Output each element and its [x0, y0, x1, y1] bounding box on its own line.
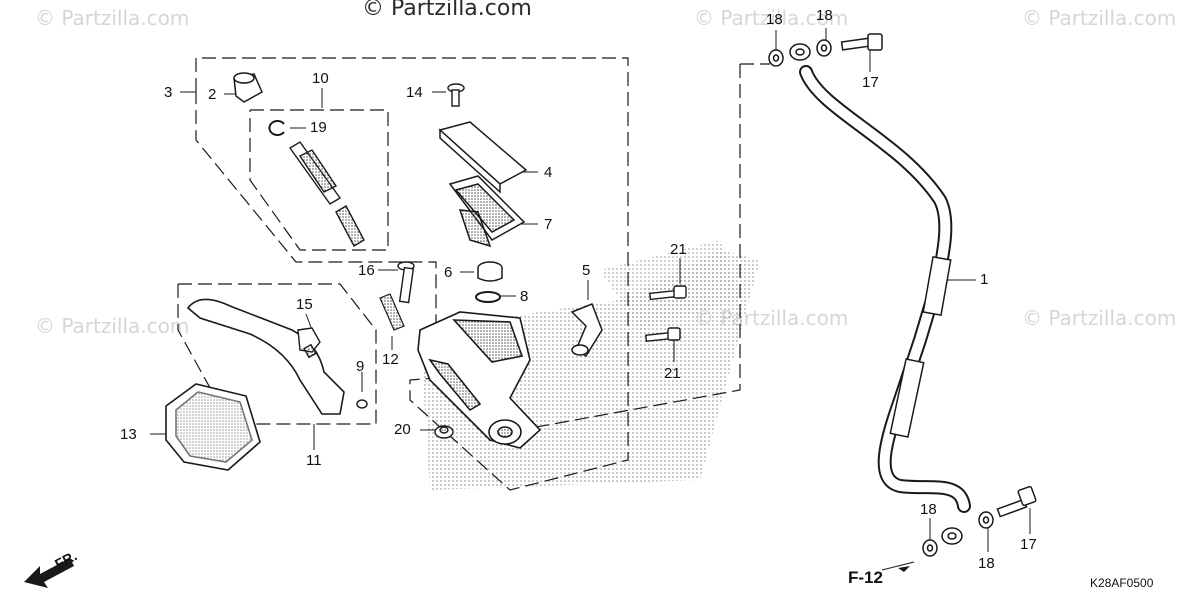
callout-17-bottom: 17 — [1020, 536, 1037, 553]
callout-1-label: 1 — [980, 271, 989, 288]
callout-20: 20 — [394, 421, 411, 438]
callout-18-b: 18 — [816, 7, 833, 24]
callout-18-d: 18 — [978, 555, 995, 572]
part-20 — [434, 425, 454, 439]
callout-17-top: 17 — [862, 74, 879, 91]
screw-14 — [447, 83, 465, 107]
callout-2: 2 — [208, 86, 217, 103]
brake-lever-11 — [186, 298, 345, 415]
watermark-2: © Partzilla.com — [694, 6, 849, 30]
brake-hose — [799, 65, 971, 513]
callout-7: 7 — [544, 216, 553, 233]
circlip-19 — [268, 120, 285, 136]
sealing-washers — [768, 39, 994, 557]
part-6 — [477, 261, 503, 282]
reference-label: F-12 — [848, 568, 883, 587]
watermark-6: © Partzilla.com — [1022, 306, 1177, 330]
watermark-top-center: © Partzilla.com — [362, 0, 532, 21]
callout-9: 9 — [356, 358, 365, 375]
watermark-4: © Partzilla.com — [35, 314, 190, 338]
callout-18-a: 18 — [766, 11, 783, 28]
holder-5 — [570, 303, 603, 358]
hose-fittings — [789, 43, 963, 545]
cap-part-2 — [233, 72, 263, 103]
callout-16: 16 — [358, 262, 375, 279]
reservoir-cap-4 — [438, 121, 528, 194]
callout-3: 3 — [164, 84, 173, 101]
part-9 — [356, 399, 368, 409]
pivot-bolt-16 — [397, 261, 415, 304]
callout-21-bottom: 21 — [664, 365, 681, 382]
callout-6: 6 — [444, 264, 453, 281]
watermark-1: © Partzilla.com — [35, 6, 190, 30]
master-cylinder-body — [417, 311, 542, 449]
spring-12 — [379, 293, 405, 331]
diaphragm-7 — [448, 175, 526, 248]
bolts-21 — [644, 285, 687, 343]
o-ring-8 — [475, 291, 501, 303]
callout-13: 13 — [120, 426, 137, 443]
callout-19: 19 — [310, 119, 327, 136]
callout-8: 8 — [520, 288, 529, 305]
callout-11: 11 — [306, 452, 322, 469]
front-direction-arrow — [24, 558, 74, 588]
nut-15 — [297, 327, 321, 359]
assembly-outline — [177, 57, 770, 491]
callout-14: 14 — [406, 84, 423, 101]
reference-arrow — [898, 566, 910, 572]
callout-15: 15 — [296, 296, 313, 313]
callout-4: 4 — [544, 164, 553, 181]
diagram-code: K28AF0500 — [1090, 576, 1154, 590]
callout-21-top: 21 — [670, 241, 687, 258]
lever-cover-13 — [165, 383, 261, 471]
oil-bolts — [840, 33, 1037, 518]
callout-10: 10 — [312, 70, 329, 87]
callout-18-c: 18 — [920, 501, 937, 518]
callout-12: 12 — [382, 351, 399, 368]
callout-5: 5 — [582, 262, 591, 279]
watermark-3: © Partzilla.com — [1022, 6, 1177, 30]
piston-set — [288, 141, 365, 247]
